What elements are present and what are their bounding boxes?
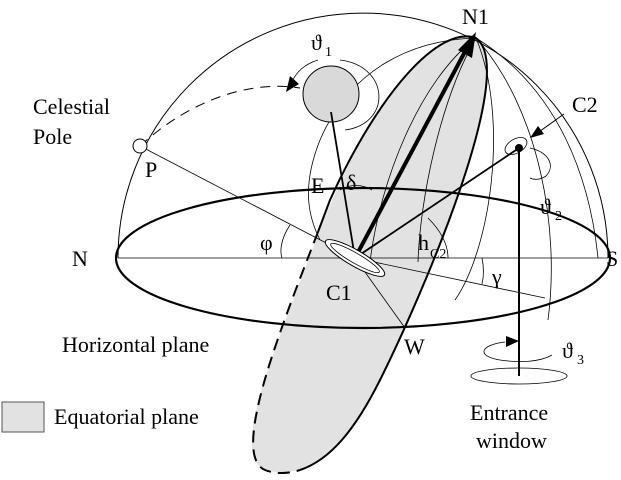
meridian-arc-6	[369, 37, 477, 263]
c1-gamma-line	[354, 257, 546, 299]
equatorial-plane-legend-swatch	[1, 401, 45, 433]
label-h-sub: C2	[430, 247, 446, 262]
label-gamma: γ	[491, 264, 502, 289]
label-theta3: ϑ	[562, 338, 573, 363]
theta3-arrow-head	[506, 336, 519, 347]
label-e: E	[311, 173, 324, 198]
label-c1: C1	[326, 280, 352, 305]
phi-angle-arc	[280, 224, 291, 259]
h-angle-arc	[427, 217, 449, 259]
label-delta: δ	[346, 170, 356, 195]
meridian-arc-1	[475, 37, 599, 259]
label-theta2-sub: 2	[555, 209, 562, 224]
theta1-arrow-head	[286, 76, 299, 92]
meridian-arc-3	[454, 37, 494, 301]
label-p: P	[145, 157, 157, 182]
label-celestial: Celestial	[33, 94, 110, 119]
theta3-rotation-arc	[483, 341, 553, 362]
label-h: h	[418, 230, 429, 255]
sun-disk	[302, 65, 360, 123]
c1-mirror-inner	[330, 242, 380, 274]
meridian-arc-4	[308, 37, 477, 241]
label-horizontal-plane: Horizontal plane	[62, 332, 209, 357]
c1-mirror-ellipse	[324, 239, 386, 277]
c2-pointer-head	[530, 126, 544, 138]
equatorial-plane-ellipse	[251, 35, 487, 473]
gamma-angle-arc	[481, 257, 484, 285]
label-window: window	[476, 428, 547, 453]
equatorial-plane-outline-dashed	[252, 231, 319, 474]
label-theta2: ϑ	[540, 194, 551, 219]
label-theta1-sub: 1	[325, 45, 332, 60]
celestial-pole-marker	[132, 138, 148, 154]
c1-n1-arrow-head	[458, 32, 476, 58]
delta-angle-arc	[339, 185, 373, 191]
celestial-pole-dashed-path	[139, 85, 301, 147]
theta2-rotation-arc	[529, 147, 551, 180]
horizontal-plane-ellipse	[114, 186, 612, 330]
label-s: S	[606, 246, 618, 271]
c1-sun-line	[330, 111, 356, 259]
label-n: N	[72, 246, 88, 271]
label-pole: Pole	[33, 124, 72, 149]
meridian-arc-5	[417, 37, 477, 263]
label-phi: φ	[260, 230, 273, 255]
label-theta3-sub: 3	[577, 353, 584, 368]
polar-axis-line	[139, 145, 356, 259]
meridian-arc-2	[475, 37, 552, 321]
label-entrance: Entrance	[470, 400, 548, 425]
label-w: W	[404, 334, 425, 359]
label-theta1: ϑ	[311, 30, 322, 55]
c1-c2-line	[354, 147, 520, 259]
entrance-window-ellipse	[470, 367, 568, 385]
label-equatorial-plane: Equatorial plane	[54, 404, 199, 429]
label-n1: N1	[462, 4, 489, 29]
c1-n1-arrow-shaft	[353, 45, 470, 259]
theta1-rotation-arc	[339, 59, 380, 131]
equatorial-plane-outline-solid	[299, 37, 488, 471]
label-c2: C2	[572, 92, 598, 117]
